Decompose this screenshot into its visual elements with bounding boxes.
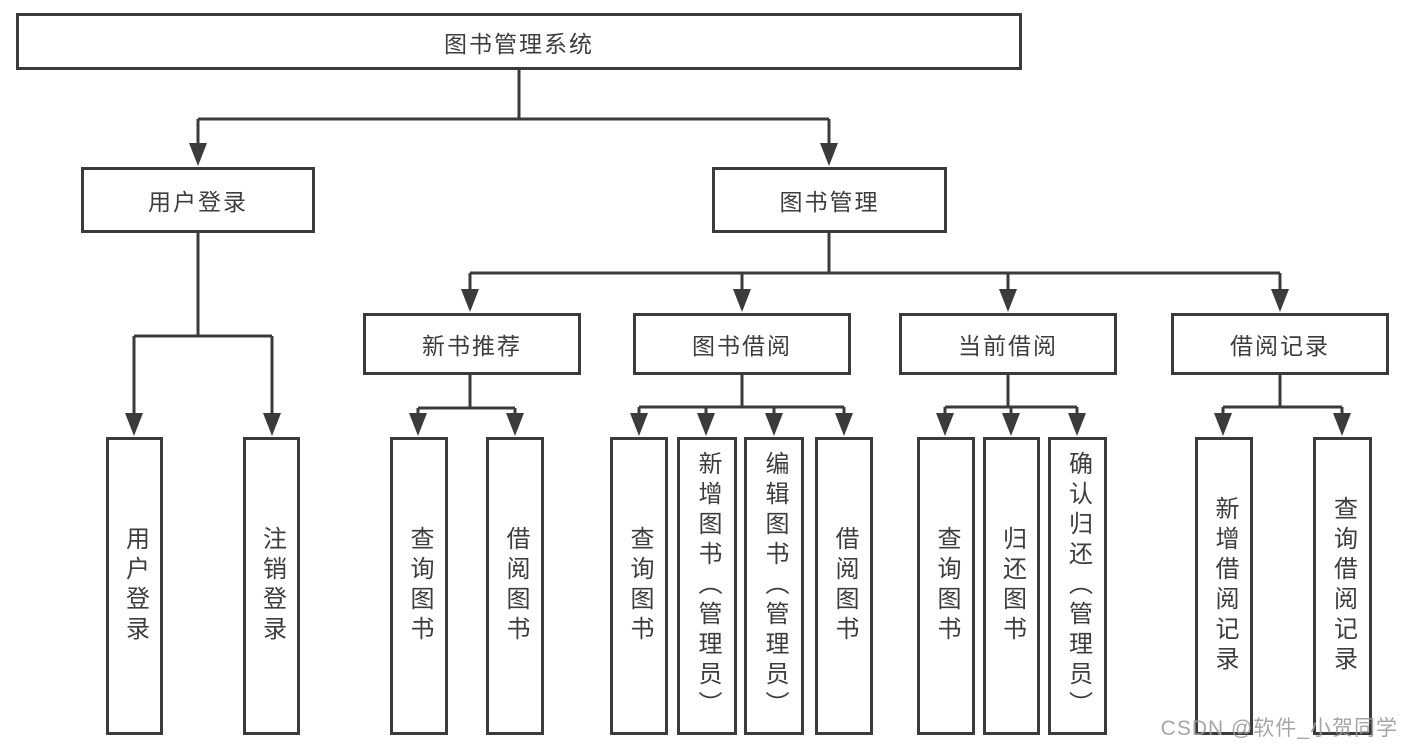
leaf-borrow-edit-admin: 编辑图书（管理员）: [744, 437, 804, 735]
node-label: 图书管理系统: [444, 30, 594, 57]
node-label: 查询图书: [626, 526, 653, 646]
leaf-borrow-query: 查询图书: [610, 437, 668, 735]
node-label: 查询图书: [406, 526, 433, 646]
node-borrow-records: 借阅记录: [1171, 313, 1389, 375]
node-label: 用户登录: [148, 189, 248, 215]
node-label: 新增借阅记录: [1211, 496, 1238, 676]
leaf-newbooks-query: 查询图书: [390, 437, 448, 735]
edge-user-login-to-leaves: [125, 233, 281, 436]
leaf-user-login: 用户登录: [106, 437, 163, 735]
leaf-current-confirm-admin: 确认归还（管理员）: [1048, 437, 1107, 735]
node-user-login: 用户登录: [81, 167, 315, 233]
node-label: 确认归还（管理员）: [1064, 451, 1092, 721]
node-label: 查询图书: [933, 526, 960, 646]
node-label: 借阅图书: [502, 526, 529, 646]
node-label: 图书管理: [779, 189, 880, 215]
node-label: 用户登录: [121, 526, 149, 646]
edge-book-borrow-to-leaves: [630, 375, 853, 436]
node-label: 新书推荐: [422, 333, 522, 359]
leaf-current-query: 查询图书: [917, 437, 975, 735]
edge-borrow-records-to-leaves: [1214, 375, 1351, 436]
node-current-borrow: 当前借阅: [899, 313, 1117, 375]
node-label: 当前借阅: [958, 333, 1058, 359]
edge-current-borrow-to-leaves: [936, 375, 1086, 436]
edge-book-mgmt-to-level3: [461, 233, 1289, 312]
leaf-borrow-add-admin: 新增图书（管理员）: [677, 437, 737, 735]
node-label: 归还图书: [998, 526, 1026, 646]
leaf-logout: 注销登录: [243, 437, 300, 735]
node-label: 借阅记录: [1230, 333, 1330, 359]
node-new-books: 新书推荐: [363, 313, 581, 375]
node-label: 借阅图书: [831, 526, 858, 646]
node-book-borrow: 图书借阅: [633, 313, 851, 375]
node-label: 注销登录: [258, 526, 286, 646]
watermark: CSDN @软件_小贺同学: [1160, 717, 1398, 740]
node-label: 编辑图书（管理员）: [761, 451, 788, 721]
node-label: 查询借阅记录: [1329, 496, 1357, 676]
edge-new-books-to-leaves: [409, 375, 524, 436]
node-label: 新增图书（管理员）: [694, 451, 721, 721]
leaf-current-return: 归还图书: [983, 437, 1040, 735]
leaf-records-add: 新增借阅记录: [1195, 437, 1253, 735]
leaf-borrow-borrow: 借阅图书: [815, 437, 873, 735]
node-label: 图书借阅: [692, 333, 792, 359]
leaf-newbooks-borrow: 借阅图书: [486, 437, 544, 735]
leaf-records-query: 查询借阅记录: [1313, 437, 1372, 735]
edge-root-to-level2: [189, 70, 838, 166]
node-book-mgmt: 图书管理: [712, 167, 947, 233]
node-root: 图书管理系统: [16, 13, 1022, 70]
